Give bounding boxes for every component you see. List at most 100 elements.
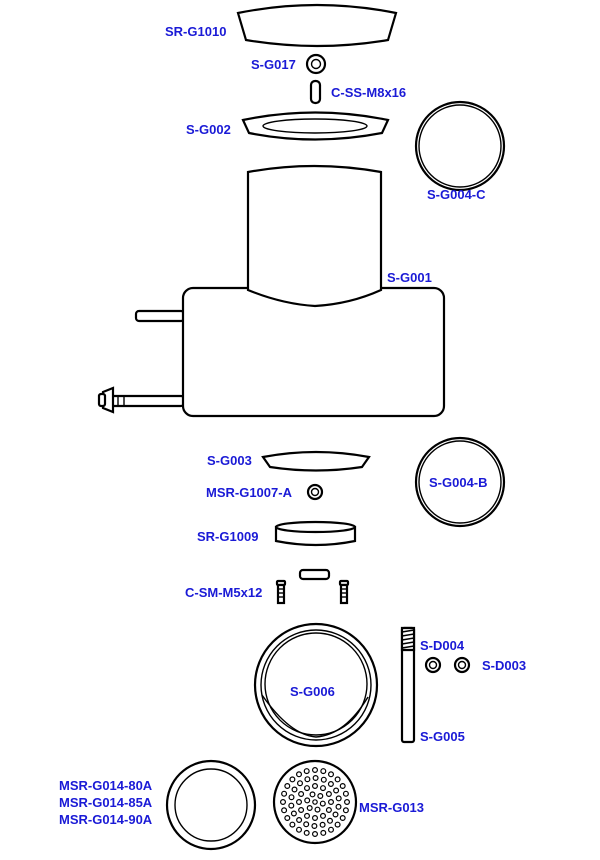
part-c-ss-m8x16 <box>309 79 322 105</box>
perforation-hole <box>339 782 346 789</box>
perforation-hole <box>342 807 349 814</box>
label-msr-g013: MSR-G013 <box>359 800 424 815</box>
perforation-hole <box>303 829 310 836</box>
perforation-hole <box>303 768 310 775</box>
perforation-hole <box>332 811 339 818</box>
perforation-hole <box>280 798 287 805</box>
label-s-g004-c: S-G004-C <box>427 187 486 202</box>
label-s-g004-b: S-G004-B <box>429 475 488 490</box>
part-sr-g1010 <box>236 3 398 48</box>
perforation-hole <box>327 817 334 824</box>
perforation-hole <box>284 814 291 821</box>
perforation-hole <box>289 821 296 828</box>
label-s-d003: S-D003 <box>482 658 526 673</box>
perforation-hole <box>320 829 327 836</box>
label-msr-g1007-a: MSR-G1007-A <box>206 485 293 500</box>
screw-right <box>338 579 350 605</box>
label-msr-g014-85a: MSR-G014-85A <box>59 795 153 810</box>
part-msr-g013 <box>272 759 358 845</box>
perforation-hole <box>334 776 341 783</box>
perforation-hole <box>297 780 304 787</box>
part-s-d004 <box>424 656 442 674</box>
perforation-hole <box>319 821 326 828</box>
part-s-g002 <box>241 111 390 141</box>
perforation-hole <box>312 830 319 837</box>
perforation-hole <box>320 785 327 792</box>
perforation-hole <box>291 786 298 793</box>
perforation-hole <box>328 826 335 833</box>
perforation-hole <box>342 790 349 797</box>
perforation-hole <box>296 816 303 823</box>
part-msr-g1007-a <box>306 483 324 501</box>
label-msr-g014-90a: MSR-G014-90A <box>59 812 153 827</box>
perforation-hole <box>303 821 310 828</box>
part-c-sm-m5x12 <box>275 568 350 605</box>
perforation-hole <box>304 785 311 792</box>
perforation-hole <box>312 799 318 805</box>
perforation-hole <box>296 826 303 833</box>
label-c-ss-m8x16: C-SS-M8x16 <box>331 85 406 100</box>
part-s-g006 <box>253 622 379 748</box>
perforation-hole <box>298 790 305 797</box>
perforation-hole <box>312 782 319 789</box>
label-sr-g1010: SR-G1010 <box>165 24 226 39</box>
perforation-hole <box>325 806 332 813</box>
perforation-hole <box>339 814 346 821</box>
part-s-g001 <box>97 164 446 418</box>
perforation-hole <box>334 821 341 828</box>
perforation-hole <box>320 768 327 775</box>
perforation-hole <box>335 795 342 802</box>
perforation-hole <box>289 776 296 783</box>
perforation-hole <box>328 798 335 805</box>
part-sr-g1009 <box>274 520 357 547</box>
perforation-hole <box>312 774 319 781</box>
label-msr-g014-80a: MSR-G014-80A <box>59 778 153 793</box>
label-s-g017: S-G017 <box>251 57 296 72</box>
perforation-hole <box>312 814 319 821</box>
label-s-d004: S-D004 <box>420 638 465 653</box>
part-s-g017 <box>305 53 327 75</box>
perforation-hole <box>298 806 305 813</box>
perforation-hole <box>317 792 324 799</box>
perforation-hole <box>328 771 335 778</box>
perforation-hole <box>304 797 311 804</box>
perforation-hole <box>314 806 321 813</box>
perforation-hole <box>306 804 313 811</box>
perforation-hole <box>304 812 311 819</box>
perforation-hole <box>319 800 326 807</box>
part-s-d003 <box>453 656 471 674</box>
perforation-hole <box>290 810 297 817</box>
part-msr-g014 <box>165 759 257 851</box>
perforation-hole <box>335 803 342 810</box>
perforation-hole <box>296 798 303 805</box>
screw-left <box>275 579 287 605</box>
perforation-hole <box>311 822 318 829</box>
perforation-hole <box>281 807 288 814</box>
label-s-g003: S-G003 <box>207 453 252 468</box>
perforation-hole <box>284 782 291 789</box>
perforation-hole <box>288 794 295 801</box>
perforation-hole <box>320 812 327 819</box>
perforation-hole <box>325 790 332 797</box>
perforation-hole <box>312 766 319 773</box>
perforation-hole <box>327 780 334 787</box>
label-s-g005: S-G005 <box>420 729 465 744</box>
part-s-g004-b <box>414 436 506 528</box>
perforation-hole <box>304 776 311 783</box>
part-s-g005 <box>400 626 416 744</box>
perforation-hole <box>333 787 340 794</box>
part-s-g003 <box>261 450 371 472</box>
label-s-g001: S-G001 <box>387 270 432 285</box>
perforation-hole <box>320 776 327 783</box>
label-s-g002: S-G002 <box>186 122 231 137</box>
label-c-sm-m5x12: C-SM-M5x12 <box>185 585 262 600</box>
label-s-g006: S-G006 <box>290 684 335 699</box>
perforation-hole <box>288 802 295 809</box>
perforation-hole <box>309 791 316 798</box>
perforation-hole <box>296 771 303 778</box>
label-sr-g1009: SR-G1009 <box>197 529 258 544</box>
perforation-hole <box>344 798 351 805</box>
perforation-hole <box>281 790 288 797</box>
part-s-g004-c <box>414 100 506 192</box>
